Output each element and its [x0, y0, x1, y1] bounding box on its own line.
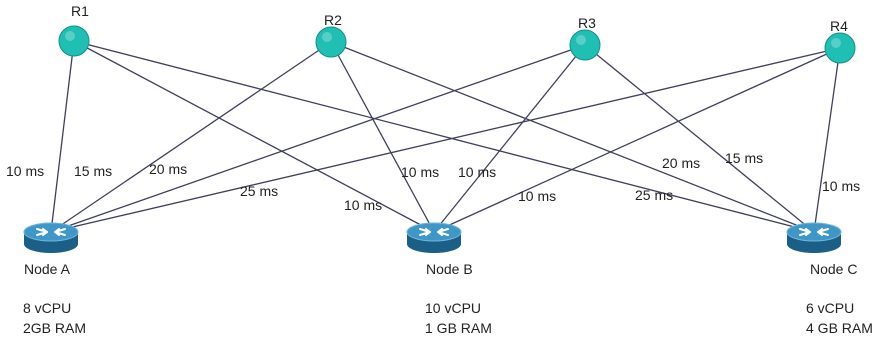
- requesters-layer: [58, 25, 856, 64]
- link-r3-a: [50, 44, 586, 233]
- router-icon-b: [406, 222, 462, 253]
- nodes-layer: [23, 222, 842, 253]
- node-label-c: Node C: [810, 261, 858, 277]
- latency-label-r3-a: 20 ms: [149, 161, 188, 177]
- requester-circle-r4: [824, 32, 856, 64]
- links-layer: [50, 40, 841, 233]
- node-cpu-c: 6 vCPU: [806, 300, 855, 316]
- link-r4-c: [813, 47, 841, 233]
- link-r2-a: [50, 41, 332, 233]
- node-cpu-b: 10 vCPU: [425, 300, 482, 316]
- node-cpu-a: 8 vCPU: [23, 300, 72, 316]
- node-ram-b: 1 GB RAM: [425, 320, 492, 336]
- node-spec-a: 8 vCPU 2GB RAM: [23, 298, 86, 338]
- latency-label-r3-c: 15 ms: [725, 150, 764, 166]
- node-ram-c: 4 GB RAM: [806, 320, 873, 336]
- link-r3-b: [433, 44, 586, 233]
- node-label-b: Node B: [426, 261, 473, 277]
- latency-label-r1-a: 10 ms: [6, 163, 45, 179]
- requester-circle-r2: [315, 26, 347, 58]
- latency-label-r4-c: 10 ms: [822, 178, 861, 194]
- router-icon-a: [23, 222, 79, 253]
- link-r1-b: [73, 40, 435, 233]
- latency-label-r1-c: 25 ms: [635, 187, 674, 203]
- requester-label-r3: R3: [578, 15, 596, 31]
- node-spec-c: 6 vCPU 4 GB RAM: [806, 298, 873, 338]
- link-r2-b: [330, 41, 435, 233]
- latency-label-r2-b: 10 ms: [401, 164, 440, 180]
- requester-label-r1: R1: [71, 3, 89, 19]
- latency-label-r2-c: 20 ms: [662, 155, 701, 171]
- node-spec-b: 10 vCPU 1 GB RAM: [425, 298, 492, 338]
- link-r1-c: [73, 40, 815, 233]
- requester-label-r2: R2: [324, 12, 342, 28]
- node-label-a: Node A: [24, 261, 70, 277]
- link-r4-a: [50, 47, 841, 233]
- link-r4-b: [433, 47, 841, 233]
- latency-label-r1-b: 10 ms: [344, 197, 383, 213]
- link-r1-a: [50, 40, 75, 233]
- latency-label-r4-b: 10 ms: [518, 188, 557, 204]
- router-icon-c: [786, 222, 842, 253]
- link-r3-c: [584, 44, 815, 233]
- latency-label-r2-a: 15 ms: [74, 163, 113, 179]
- node-ram-a: 2GB RAM: [23, 320, 87, 336]
- link-r2-c: [330, 41, 815, 233]
- requester-circle-r3: [569, 29, 601, 61]
- latency-label-r3-b: 10 ms: [458, 164, 497, 180]
- requester-label-r4: R4: [830, 18, 848, 34]
- requester-circle-r1: [58, 25, 90, 57]
- latency-label-r4-a: 25 ms: [240, 183, 279, 199]
